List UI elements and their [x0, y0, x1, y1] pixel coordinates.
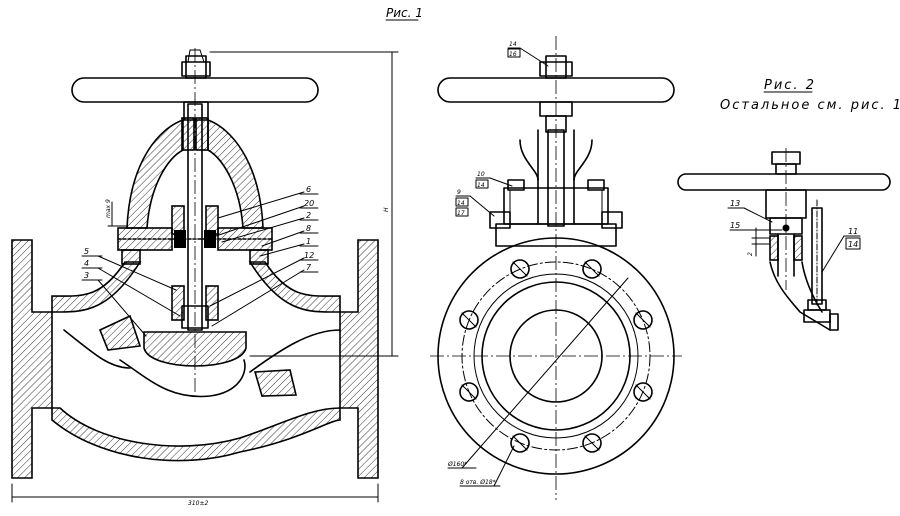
label-12: 12 [304, 251, 314, 260]
fig2-detail: Рис. 2 Остальное см. рис. 1 [677, 78, 900, 331]
valve-body [11, 239, 379, 479]
flange-front [437, 237, 675, 475]
label-top-16: 16 [509, 51, 517, 58]
bolt-hole [510, 433, 530, 453]
fig2-labels: 13 15 11 14 [727, 199, 861, 273]
valve-disc [143, 285, 247, 367]
bolt-hole [633, 382, 653, 402]
fig2-note: Остальное см. рис. 1 [720, 98, 900, 113]
height-dimension: H [209, 51, 399, 357]
label-upper-14: 14 [477, 182, 485, 189]
label-15: 15 [730, 221, 740, 230]
section-view: Рис. 1 [11, 6, 423, 507]
label-14: 14 [848, 240, 858, 249]
label-8: 8 [306, 224, 311, 233]
bonnet-flange [117, 227, 273, 265]
bolt-hole [459, 382, 479, 402]
dim-gap: 2 [747, 252, 754, 256]
dim-diam-outer: Ø160* [447, 461, 467, 468]
label-top-14: 14 [509, 41, 517, 48]
bonnet-front [489, 129, 623, 247]
bolt-hole [510, 259, 530, 279]
front-view: Ø160* 8 отв. Ø18* 14 16 10 14 9 14 17 [430, 36, 682, 500]
label-lower-14: 14 [457, 200, 465, 207]
dim-height: H [383, 207, 390, 212]
dim-stroke: max 9 [105, 199, 112, 218]
label-6: 6 [306, 185, 311, 194]
stroke-dimension: max 9 [105, 199, 127, 227]
label-2: 2 [306, 211, 311, 220]
front-labels: 14 16 10 14 9 14 17 [455, 41, 549, 217]
dim-length: 310±2 [188, 500, 208, 507]
fig1-caption: Рис. 1 [386, 6, 423, 20]
bolt-hole [633, 310, 653, 330]
label-upper-10: 10 [477, 171, 485, 178]
bolt-hole [582, 433, 602, 453]
length-dimension: 310±2 [11, 483, 379, 507]
diameter-leaders: Ø160* 8 отв. Ø18* [447, 277, 629, 487]
dim-bolt-holes: 8 отв. Ø18* [460, 479, 496, 486]
handwheel-front [437, 55, 675, 133]
bolt-hole [459, 310, 479, 330]
fig2-caption: Рис. 2 [764, 78, 816, 93]
label-4: 4 [84, 259, 89, 268]
bolt-holes [459, 259, 653, 453]
label-20: 20 [304, 199, 314, 208]
bolt-hole [582, 259, 602, 279]
section-leaders-right: 6 20 2 8 1 12 7 [209, 185, 319, 327]
label-5: 5 [84, 247, 89, 256]
label-1: 1 [306, 237, 311, 246]
label-13: 13 [730, 199, 740, 208]
label-lower-9: 9 [457, 189, 461, 196]
section-leaders-left: 5 4 3 [81, 247, 181, 337]
gap-dimension: 2 [747, 227, 771, 257]
label-7: 7 [306, 263, 312, 272]
lock-assembly [769, 199, 839, 331]
label-lower-17: 17 [457, 210, 465, 217]
label-11: 11 [848, 227, 858, 236]
handwheel-fig2 [677, 151, 891, 235]
label-3: 3 [84, 271, 89, 280]
